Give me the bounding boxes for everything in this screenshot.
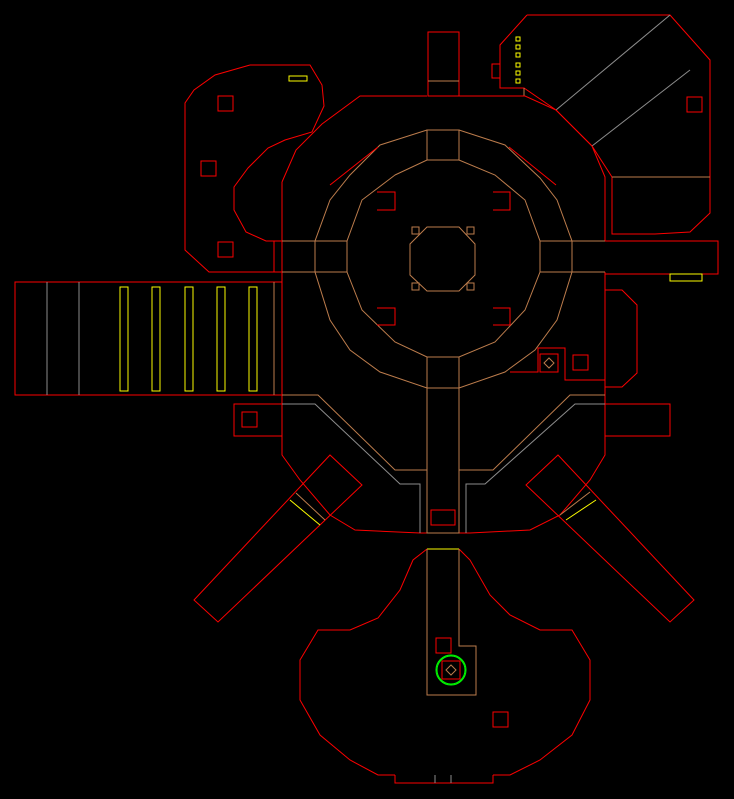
player-arrow-icon (435, 654, 467, 686)
east-hall (572, 240, 719, 437)
south-room (299, 548, 591, 784)
northeast-room (491, 14, 711, 235)
west-hall (14, 240, 315, 396)
central-hub (281, 95, 606, 534)
west-nook (233, 403, 282, 437)
northwest-room (184, 64, 325, 273)
north-alcove (427, 31, 460, 97)
southeast-arm (525, 454, 695, 623)
south-corridors (282, 387, 605, 534)
southeast-nook (510, 347, 605, 381)
southwest-arm (193, 454, 363, 623)
